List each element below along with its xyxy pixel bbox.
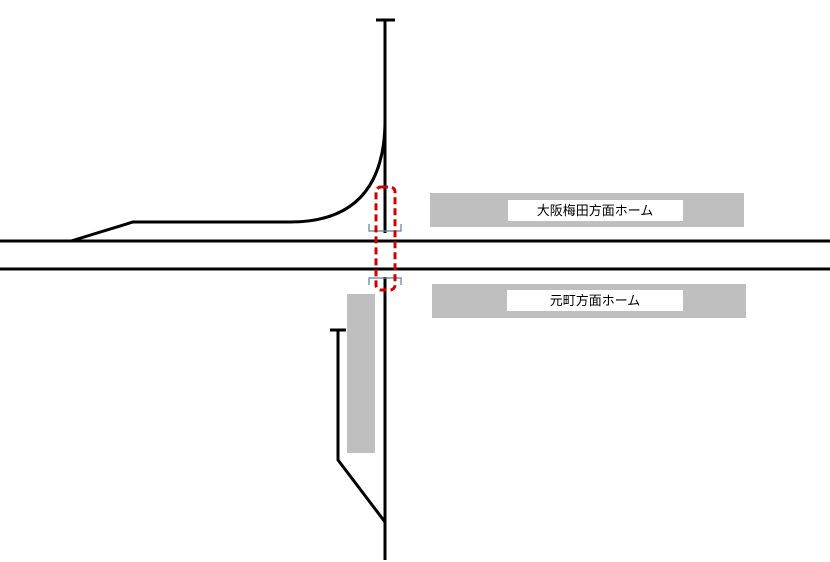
crossing-highlight xyxy=(374,185,397,292)
siding-platform xyxy=(347,294,375,453)
curved-connecting-track xyxy=(70,119,387,243)
motomachi-platform-label-box xyxy=(507,290,683,311)
umeda-platform-label-box xyxy=(508,200,683,221)
lower-siding-track xyxy=(336,330,387,523)
umeda-platform-label: 大阪梅田方面ホーム xyxy=(537,203,654,219)
crossing-bracket-upper xyxy=(368,224,402,232)
motomachi-platform-label: 元町方面ホーム xyxy=(550,293,641,309)
crossing-bracket-lower xyxy=(368,277,402,285)
